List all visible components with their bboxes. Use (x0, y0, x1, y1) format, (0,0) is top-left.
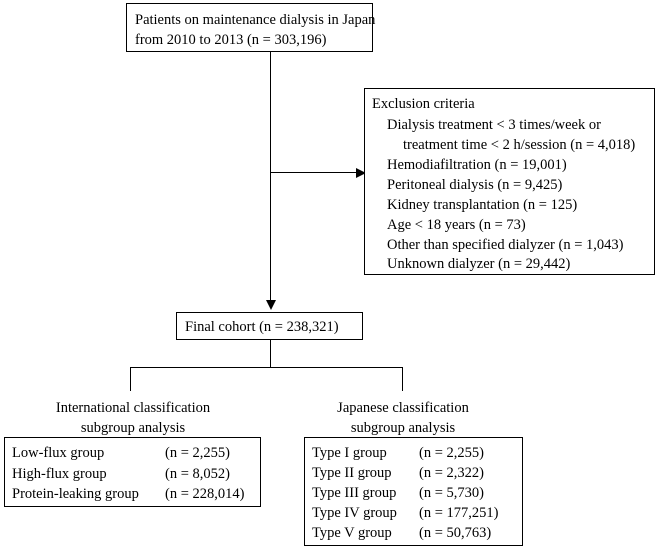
source-line-2: from 2010 to 2013 (n = 303,196) (135, 32, 327, 48)
connector-to-exclusion (270, 172, 358, 173)
group-name: Type III group (312, 485, 397, 501)
final-cohort-box: Final cohort (n = 238,321) (176, 312, 363, 340)
group-name: Type II group (312, 465, 392, 481)
connector-final-down (270, 340, 271, 368)
group-count: (n = 2,255) (165, 445, 230, 461)
connector-source-to-final (270, 52, 271, 300)
exclusion-item: Dialysis treatment < 3 times/week or (387, 117, 601, 133)
group-count: (n = 177,251) (419, 505, 499, 521)
final-cohort-label: Final cohort (n = 238,321) (185, 319, 339, 335)
international-title-line-1: International classification (55, 400, 211, 416)
arrowhead-to-exclusion (356, 168, 366, 178)
source-population-box: Patients on maintenance dialysis in Japa… (126, 3, 376, 52)
group-name: Type IV group (312, 505, 397, 521)
group-name: High-flux group (12, 466, 107, 482)
japanese-groups-box: Type I group (n = 2,255) Type II group (… (304, 437, 523, 546)
group-count: (n = 8,052) (165, 466, 230, 482)
group-name: Type I group (312, 445, 387, 461)
exclusion-item: Kidney transplantation (n = 125) (387, 197, 578, 213)
connector-branch-left (130, 367, 131, 391)
connector-branch-horizontal (130, 367, 403, 368)
exclusion-criteria-box: Exclusion criteria Dialysis treatment < … (364, 88, 655, 275)
international-title: International classification subgroup an… (0, 398, 266, 438)
group-count: (n = 2,255) (419, 445, 484, 461)
exclusion-item: Hemodiafiltration (n = 19,001) (387, 157, 567, 173)
exclusion-item: treatment time < 2 h/session (n = 4,018) (403, 137, 636, 153)
group-count: (n = 228,014) (165, 486, 245, 502)
japanese-title-line-2: subgroup analysis (350, 420, 456, 436)
exclusion-title: Exclusion criteria (372, 96, 475, 112)
group-name: Low-flux group (12, 445, 105, 461)
arrowhead-to-final (266, 300, 276, 310)
exclusion-item: Age < 18 years (n = 73) (387, 217, 526, 233)
source-line-1: Patients on maintenance dialysis in Japa… (135, 12, 376, 28)
international-groups-box: Low-flux group (n = 2,255) High-flux gro… (4, 437, 261, 507)
international-title-line-2: subgroup analysis (80, 420, 186, 436)
group-count: (n = 50,763) (419, 525, 492, 541)
exclusion-item: Other than specified dialyzer (n = 1,043… (387, 237, 624, 253)
group-count: (n = 5,730) (419, 485, 484, 501)
japanese-title: Japanese classification subgroup analysi… (303, 398, 503, 438)
japanese-title-line-1: Japanese classification (337, 400, 469, 416)
group-name: Type V group (312, 525, 392, 541)
exclusion-item: Peritoneal dialysis (n = 9,425) (387, 177, 563, 193)
exclusion-item: Unknown dialyzer (n = 29,442) (387, 256, 571, 272)
connector-branch-right (402, 367, 403, 391)
group-name: Protein-leaking group (12, 486, 139, 502)
group-count: (n = 2,322) (419, 465, 484, 481)
